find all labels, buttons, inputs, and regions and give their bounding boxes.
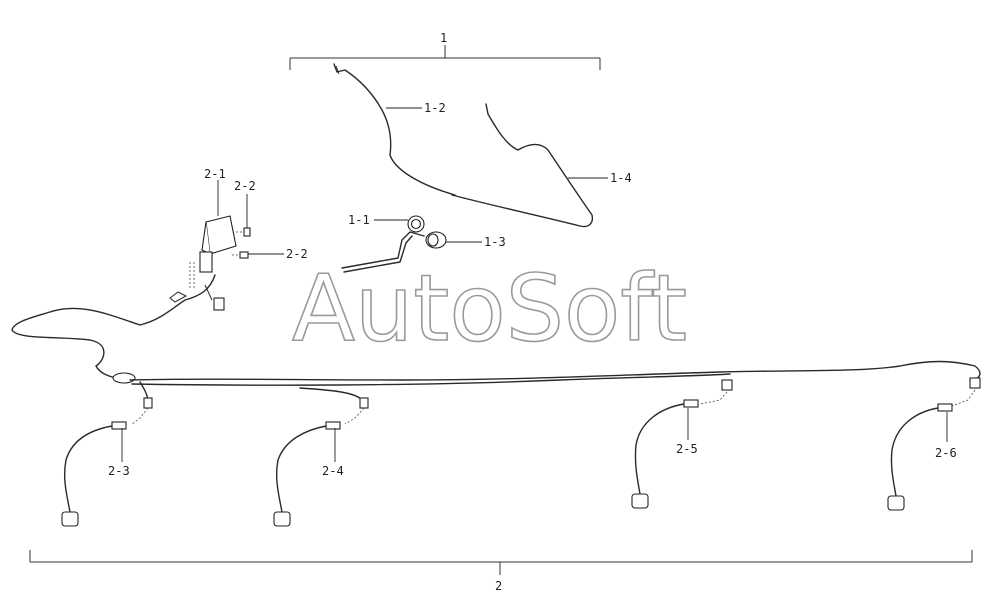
wiring-harness-2 — [11, 274, 981, 403]
label-2-6: 2-6 — [935, 446, 957, 460]
wheel-sensor-2-6 — [887, 377, 981, 511]
label-1-3: 1-3 — [484, 235, 506, 249]
label-1-4: 1-4 — [610, 171, 632, 185]
wheel-sensor-2-4 — [273, 397, 369, 527]
grommet-1-1 — [407, 215, 425, 233]
label-2: 2 — [495, 579, 502, 593]
label-2-2-lower: 2-2 — [286, 247, 308, 261]
bolt-2-2-lower — [232, 251, 249, 259]
group-2-bracket — [29, 550, 973, 575]
brake-line-1-4 — [451, 103, 594, 228]
label-1-2: 1-2 — [424, 101, 446, 115]
wheel-sensor-2-3 — [61, 397, 153, 527]
bolt-2-2-upper — [236, 227, 251, 237]
label-1: 1 — [440, 31, 447, 45]
label-2-1: 2-1 — [204, 167, 226, 181]
label-2-5: 2-5 — [676, 442, 698, 456]
watermark-text: AutoSoft — [292, 255, 687, 362]
label-2-3: 2-3 — [108, 464, 130, 478]
label-2-4: 2-4 — [322, 464, 344, 478]
abs-module-2-1 — [189, 215, 237, 290]
group-1-bracket — [289, 45, 601, 70]
label-1-1: 1-1 — [348, 213, 370, 227]
wheel-sensor-2-5 — [631, 379, 733, 509]
brake-line-1-2 — [333, 63, 456, 196]
pipe-fitting-1-3 — [341, 231, 447, 273]
label-2-2-upper: 2-2 — [234, 179, 256, 193]
